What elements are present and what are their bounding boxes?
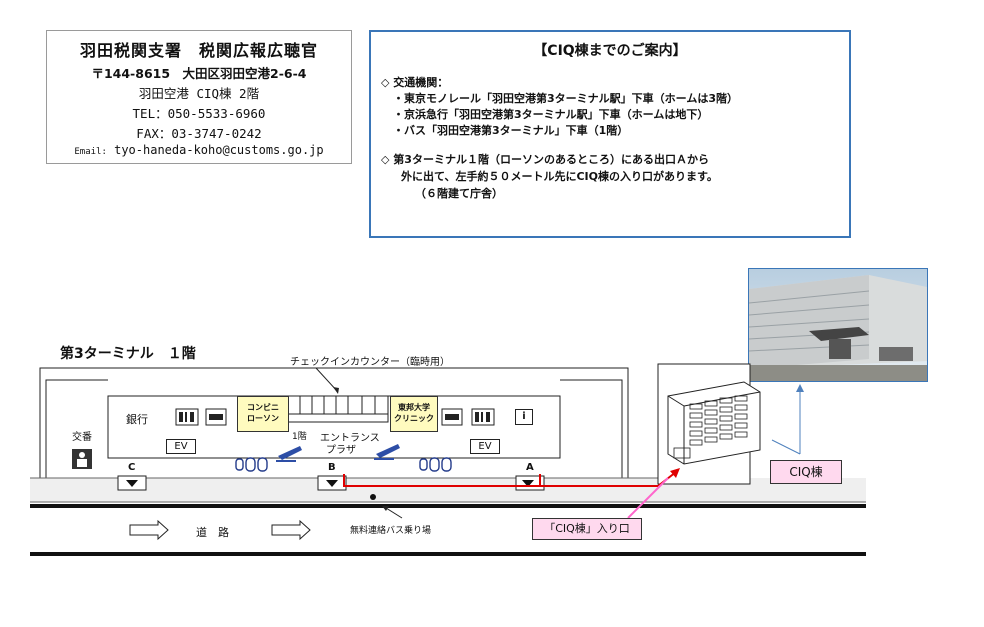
contact-box: 羽田税関支署 税関広報広聴官 〒144-8615 大田区羽田空港2-6-4 羽田… <box>46 30 352 164</box>
elevator-left-label: EV <box>174 441 188 452</box>
road-direction-arrow-1 <box>129 519 169 541</box>
road-label: 道 路 <box>196 526 229 539</box>
directions-line-3: （６階建て庁舎） <box>415 187 503 200</box>
elevator-right: EV <box>470 439 500 454</box>
smoking-area-icon-left <box>205 408 227 426</box>
elevator-right-label: EV <box>478 441 492 452</box>
police-box-icon <box>72 449 92 469</box>
photo-arrow-line-1 <box>771 439 801 455</box>
gate-c-label: C <box>128 462 136 473</box>
transport-item-monorail: ・東京モノレール「羽田空港第3ターミナル駅」下車（ホームは3階） <box>393 92 738 105</box>
terminal-outer-wall <box>39 367 629 478</box>
road-direction-arrow-2 <box>271 519 311 541</box>
bus-stop-marker <box>370 494 376 500</box>
bus-stop-pointer <box>385 507 403 519</box>
contact-email-line: Email: tyo-haneda-koho@customs.go.jp <box>47 143 351 157</box>
info-icon-glyph: i <box>522 411 526 422</box>
convenience-label-line1: コンビニ <box>247 403 279 412</box>
terminal-inner-wall-right <box>560 379 623 478</box>
seating-icon-right <box>419 457 452 472</box>
route-arrow-head <box>670 468 680 478</box>
ciq-building-icon <box>667 381 761 465</box>
photo-arrow-head <box>796 384 804 392</box>
convenience-store-lawson: コンビニ ローソン <box>237 396 289 432</box>
checkin-counters <box>287 395 389 423</box>
gate-a-label: A <box>526 462 534 473</box>
floor-label: 1階 <box>292 432 307 442</box>
info-icon: i <box>515 409 533 425</box>
plane-icon-1 <box>276 446 302 462</box>
entrance-pointer <box>627 477 669 519</box>
bus-stop-label: 無料連絡バス乗り場 <box>350 526 432 536</box>
ciq-photo-illustration <box>749 269 927 381</box>
gate-b <box>317 475 347 491</box>
contact-fax: FAX：03-3747-0242 <box>136 126 262 141</box>
guide-box: 【CIQ棟までのご案内】 ◇ 交通機関： ・東京モノレール「羽田空港第3ターミナ… <box>369 30 851 238</box>
directions-line-1: ◇ 第3ターミナル１階（ローソンのあるところ）にある出口Ａから <box>381 153 709 166</box>
route-segment-inside <box>343 474 541 487</box>
restroom-icon-right <box>471 408 495 426</box>
contact-tel: TEL：050-5533-6960 <box>132 106 266 121</box>
gate-b-label: B <box>328 462 336 473</box>
toho-university-clinic: 東邦大学 クリニック <box>390 396 438 432</box>
smoking-area-icon-right <box>441 408 463 426</box>
plane-icon-2 <box>374 444 400 460</box>
clinic-label-line1: 東邦大学 <box>398 403 430 412</box>
terminal-title: 第3ターミナル １階 <box>60 346 196 362</box>
checkin-pointer-head <box>333 387 339 394</box>
police-box-label: 交番 <box>72 432 92 443</box>
convenience-label-line2: ローソン <box>247 414 279 423</box>
transport-item-keikyu: ・京浜急行「羽田空港第3ターミナル駅」下車（ホームは地下） <box>393 108 709 121</box>
contact-place: 羽田空港 CIQ棟 2階 <box>138 86 260 101</box>
contact-postal: 〒144-8615 大田区羽田空港2-6-4 <box>91 66 307 81</box>
gate-c <box>117 475 147 491</box>
clinic-label-line2: クリニック <box>394 414 434 423</box>
guide-title: 【CIQ棟までのご案内】 <box>533 43 687 59</box>
seating-icon-left <box>235 457 268 472</box>
directions-line-2: 外に出て、左手約５０メートル先にCIQ棟の入り口があります。 <box>401 170 718 183</box>
elevator-left: EV <box>166 439 196 454</box>
email-label: Email: <box>74 147 107 157</box>
restroom-icon-left <box>175 408 199 426</box>
email-address[interactable]: tyo-haneda-koho@customs.go.jp <box>114 143 324 157</box>
transport-item-bus: ・バス「羽田空港第3ターミナル」下車（1階） <box>393 124 629 137</box>
transport-heading: ◇ 交通機関： <box>381 76 449 89</box>
contact-title: 羽田税関支署 税関広報広聴官 <box>79 41 318 60</box>
bank-label: 銀行 <box>126 413 148 426</box>
ciq-building-label: CIQ棟 <box>770 460 842 484</box>
terminal-inner-wall-left <box>45 379 108 478</box>
ciq-entrance-label: 「CIQ棟」入り口 <box>532 518 642 540</box>
ciq-building-photo <box>748 268 928 382</box>
checkin-counter-label: チェックインカウンター（臨時用） <box>290 357 450 368</box>
entrance-plaza-label-1: エントランス <box>320 433 380 444</box>
entrance-plaza-label-2: プラザ <box>326 445 356 456</box>
